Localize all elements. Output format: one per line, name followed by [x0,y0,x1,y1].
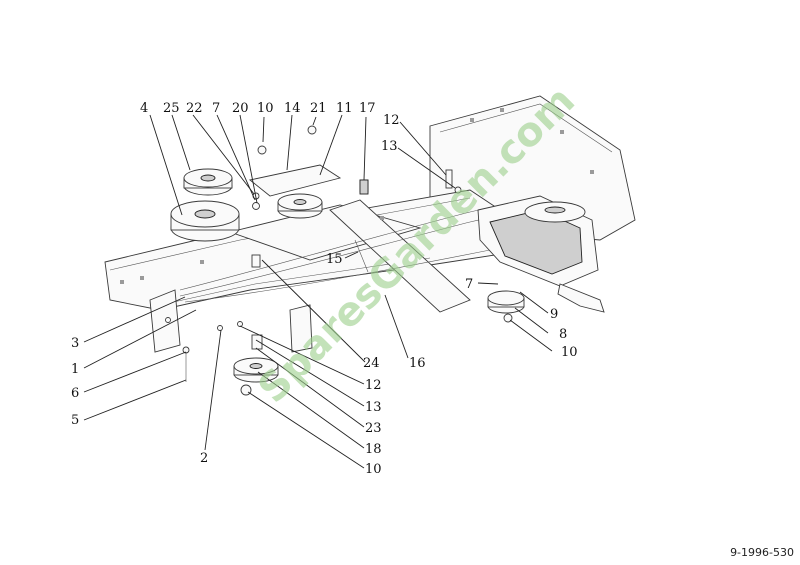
callout-10-right: 10 [561,345,578,360]
transaxle [477,195,605,313]
callout-3: 3 [71,336,79,351]
callout-21: 21 [310,101,327,116]
callout-23: 23 [365,421,382,436]
upper-pulley [183,168,233,196]
callout-14: 14 [284,101,301,116]
callout-7-right: 7 [465,277,473,292]
callout-15: 15 [326,252,343,267]
callout-5: 5 [71,413,79,428]
callout-1: 1 [71,362,79,377]
callout-24: 24 [363,356,380,371]
electric-clutch [170,200,240,242]
callout-7-top: 7 [212,101,220,116]
callout-4: 4 [140,101,148,116]
callout-10-top: 10 [257,101,274,116]
callout-6: 6 [71,386,79,401]
callout-16: 16 [409,356,426,371]
callout-25: 25 [163,101,180,116]
callout-9: 9 [550,307,558,322]
idler-bracket [248,164,342,219]
callout-10-bottom: 10 [365,462,382,477]
leader-lines [83,114,553,469]
diagram-reference-code: 9-1996-530 [730,546,794,559]
callout-12-top: 12 [383,113,400,128]
callout-11: 11 [336,101,353,116]
transaxle-pulley [487,290,525,323]
callout-13-bottom: 13 [365,400,382,415]
callout-20: 20 [232,101,249,116]
callout-18: 18 [365,442,382,457]
callout-2: 2 [200,451,208,466]
main-frame [104,189,501,353]
lower-idler-pulley [233,357,279,383]
callout-8: 8 [559,327,567,342]
callout-22: 22 [186,101,203,116]
callout-13-top: 13 [381,139,398,154]
callout-12-bottom: 12 [365,378,382,393]
spring [359,179,369,195]
callout-17: 17 [359,101,376,116]
callout-labels: 4 25 22 7 20 10 14 21 11 17 12 13 15 7 9… [71,101,578,477]
